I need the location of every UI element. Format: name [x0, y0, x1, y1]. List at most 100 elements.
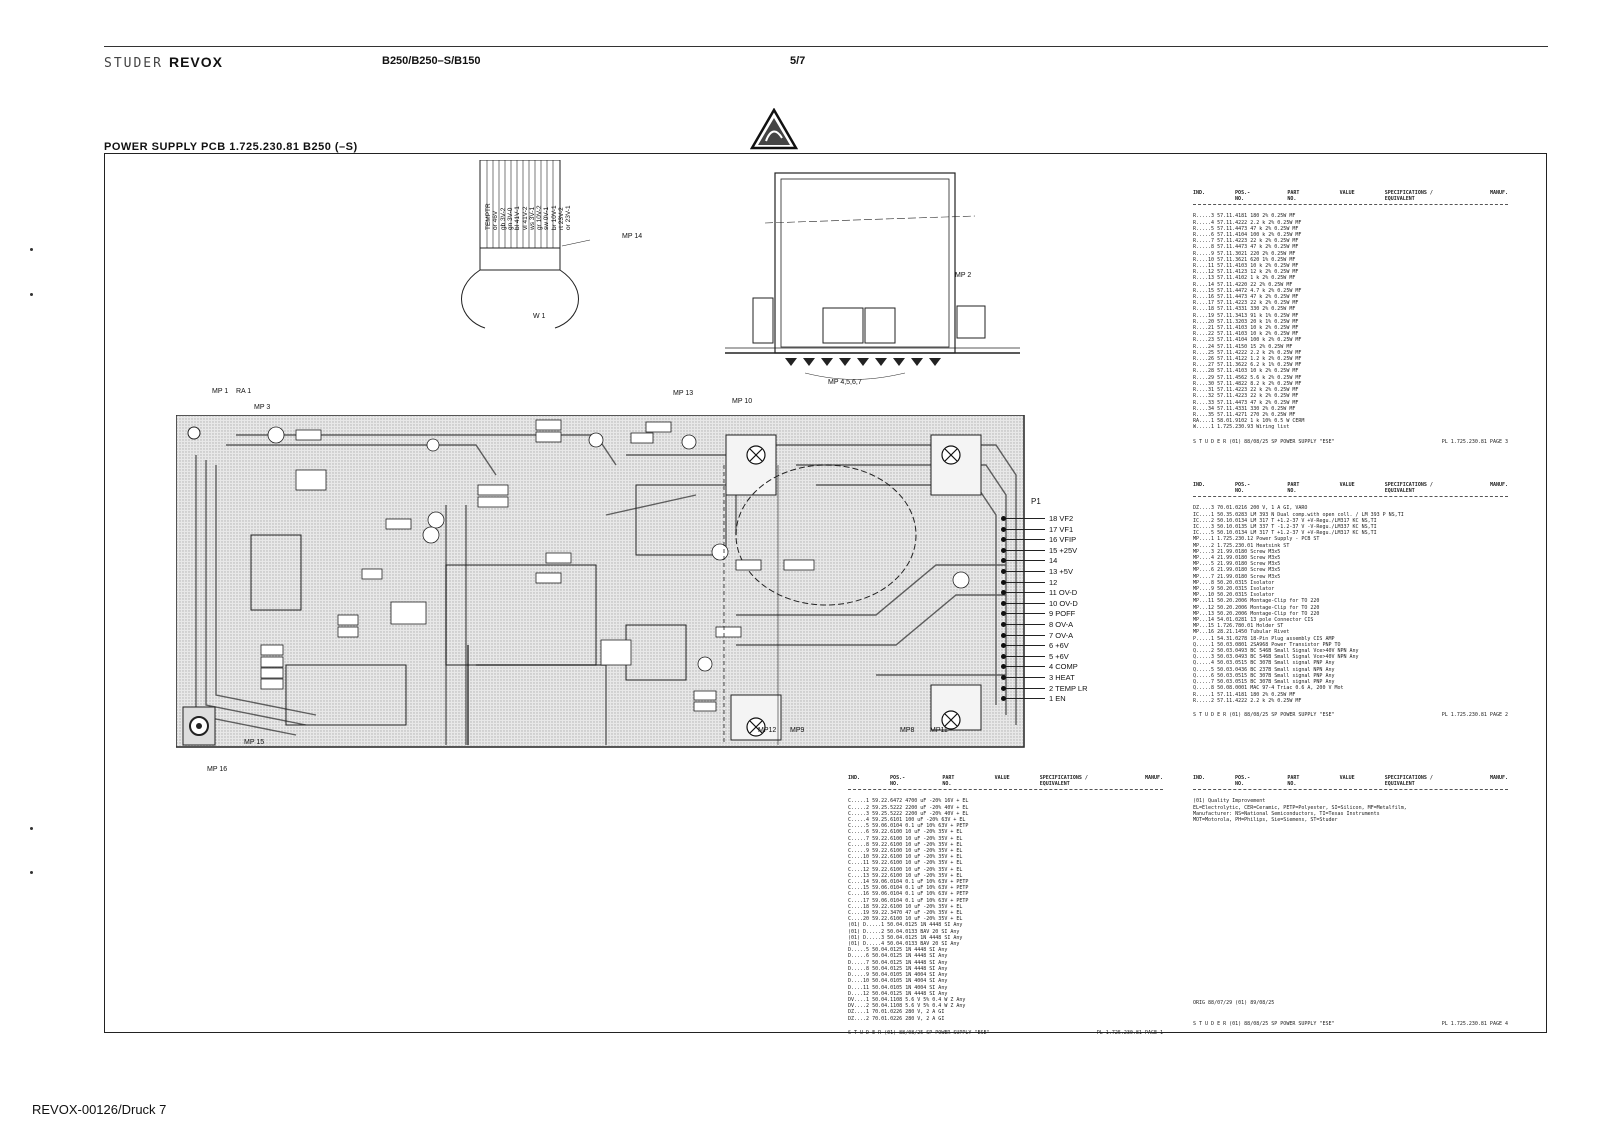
bom-row: Q.....8 50.08.0001 MAC 97-4 Triac 0.6 A,…	[1193, 685, 1344, 692]
p1-pin-lead	[1003, 655, 1045, 657]
bom-footer: S T U D E R (01) 88/08/25 SP POWER SUPPL…	[1193, 712, 1508, 718]
bom-row: MP....8 50.20.0315 Isolator	[1193, 579, 1275, 586]
bom-row: R....14 57.11.4220 22 2% 0.25W MF	[1193, 281, 1293, 288]
bom-row: EL=Electrolytic, CER=Ceramic, PETP=Polye…	[1193, 804, 1407, 811]
bom-row: R.....8 57.11.4473 47 k 2% 0.25W MF	[1193, 244, 1299, 251]
p1-pin-pad	[1001, 579, 1006, 585]
heatsink-side-view	[725, 172, 1020, 380]
bom-col-spec: SPECIFICATIONS / EQUIVALENT	[1384, 775, 1433, 788]
bom-row: R....19 57.11.3413 91 k 1% 0.25W MF	[1193, 312, 1299, 319]
p1-pin-pad	[1001, 516, 1006, 521]
bom-row: MP....3 21.99.0180 Screw M3x5	[1193, 548, 1281, 555]
bom-row: Q.....1 50.03.0801 2SA968 Power Transist…	[1193, 641, 1341, 648]
bom-row: D.....5 50.04.0125 1N 4448 SI Any	[848, 947, 948, 954]
bom-rows: C.....1 59.22.6472 4700 uF -20% 16V + EL…	[848, 798, 1163, 1021]
bom-row: (01) Quality Improvement	[1193, 798, 1266, 805]
bom-row: (01) D.....2 50.04.0133 BAV 20 SI Any	[848, 928, 960, 935]
bom-row: R....26 57.11.4122 1.2 k 2% 0.25W MF	[1193, 356, 1302, 363]
bom-row: C.....4 59.25.6101 100 uF -20% 63V + EL	[848, 817, 966, 824]
p1-pin-pad	[1001, 643, 1006, 649]
bom-row: R....21 57.11.4103 10 k 2% 0.25W MF	[1193, 325, 1299, 332]
drawing-frame	[104, 153, 1547, 1033]
p1-pin-pad	[1001, 569, 1006, 574]
p1-pin-lead	[1003, 698, 1045, 700]
bom-footer-right: PL 1.725.230.81 PAGE 1	[1096, 1029, 1163, 1036]
page-number: 5/7	[790, 55, 806, 67]
bom-row: R.....5 57.11.4473 47 k 2% 0.25W MF	[1193, 225, 1299, 232]
bom-row: (01) D.....1 50.04.0125 1N 4448 SI Any	[848, 922, 963, 929]
bom-row: MOT=Motorola, PH=Philips, Sie=Siemens, S…	[1193, 817, 1338, 824]
bom-row: (01) D.....3 50.04.0125 1N 4448 SI Any	[848, 934, 963, 941]
bom-row: C.....6 59.22.6100 10 uF -20% 35V + EL	[848, 829, 963, 836]
bom-row: DV....2 50.04.1108 5.6 V 5% 0.4 W Z Any	[848, 1003, 966, 1010]
bom-row: C....13 59.22.6100 10 uF -20% 35V + EL	[848, 872, 963, 879]
document-footer: REVOX-00126/Druck 7	[32, 1102, 167, 1117]
label-mp13: MP 13	[673, 390, 694, 397]
bom-row: R....35 57.11.4271 270 2% 0.25W MF	[1193, 411, 1296, 418]
bom-col-manuf: MANUF.	[1489, 190, 1508, 196]
bom-row: R.....3 57.11.4181 180 2% 0.25W MF	[1193, 213, 1296, 220]
label-mp12: MP12	[758, 727, 777, 734]
connector-wire-label: vi 41V-2	[521, 206, 529, 231]
connector-wire-label: or 46V	[492, 210, 500, 230]
p1-pin-pad	[1001, 537, 1006, 543]
bom-row: C.....5 59.06.0104 0.1 uF 10% 63V + PETP	[848, 823, 969, 830]
bom-row: R.....9 57.11.3021 220 2% 0.25W MF	[1193, 250, 1296, 257]
bom-footer-right: PL 1.725.230.81 PAGE 3	[1441, 438, 1508, 445]
bom-row: R.....1 57.11.4181 180 2% 0.25W MF	[1193, 691, 1296, 698]
bom-row: C....17 59.06.0104 0.1 uF 10% 63V + PETP	[848, 897, 969, 904]
bom-col-manuf: MANUF.	[1489, 775, 1508, 781]
bom-row: R.....4 57.11.4222 2.2 k 2% 0.25W MF	[1193, 219, 1302, 226]
connector-wire-label: ws 3V-1	[528, 206, 536, 230]
bom-col-spec: SPECIFICATIONS / EQUIVALENT	[1384, 190, 1433, 203]
bom-row: R....12 57.11.4123 12 k 2% 0.25W MF	[1193, 269, 1299, 276]
bom-row: R....15 57.11.4472 4.7 k 2% 0.25W MF	[1193, 287, 1302, 294]
bom-row: MP....6 21.99.0180 Screw M3x5	[1193, 567, 1281, 574]
connector-wire-label: bl 41V-1	[514, 206, 522, 230]
connector-wire-label: sw 0V-1	[543, 206, 551, 230]
bom-row: D.....9 50.04.0105 1N 4004 SI Any	[848, 972, 948, 979]
p1-pin-pad	[1001, 622, 1006, 627]
bom-row: MP...12 50.20.2006 Montage-Clip for TO 2…	[1193, 604, 1320, 611]
bom-col-part: PART NO.	[1287, 775, 1300, 788]
brand-studer: STUDER	[104, 56, 163, 71]
bom-footer-right: PL 1.725.230.81 PAGE 2	[1441, 711, 1508, 718]
bom-row: DV....1 50.04.1108 5.6 V 5% 0.4 W Z Any	[848, 996, 966, 1003]
p1-pin-label: 13 +5V	[1049, 567, 1073, 576]
p1-pin-lead	[1003, 602, 1045, 604]
bom-col-ind: IND.	[1193, 775, 1206, 781]
p1-pin-label: 6 +6V	[1049, 641, 1069, 651]
p1-pin-pad	[1001, 526, 1006, 532]
connector-mp14-drawing	[461, 160, 591, 329]
bom-col-pos: POS.-NO.	[1235, 190, 1251, 203]
p1-pin-lead	[1003, 528, 1045, 530]
bom-footer: S T U D E R (01) 88/08/25 SP POWER SUPPL…	[1193, 1021, 1508, 1027]
p1-pin-pad	[1001, 685, 1006, 691]
bom-row: Manufacturer: NS=National Semiconductors…	[1193, 810, 1380, 817]
p1-pin-pad	[1001, 632, 1006, 638]
bom-row: R....18 57.11.4331 330 2% 0.25W MF	[1193, 306, 1296, 313]
model-number: B250/B250–S/B150	[382, 55, 481, 67]
label-mp8: MP8	[900, 727, 915, 734]
bom-row: C.....1 59.22.6472 4700 uF -20% 16V + EL	[848, 798, 969, 805]
p1-pin-label: 15 +25V	[1049, 545, 1078, 555]
bom-row: R....31 57.11.4223 22 k 2% 0.25W MF	[1193, 387, 1299, 394]
label-mp14: MP 14	[622, 233, 643, 240]
scan-speck	[30, 248, 33, 251]
bom-footer-left: S T U D E R (01) 88/08/25 SP POWER SUPPL…	[1193, 438, 1335, 445]
p1-pin-lead	[1003, 560, 1045, 562]
bom-row: MP...13 50.20.2006 Montage-Clip for TO 2…	[1193, 610, 1320, 617]
p1-pin-pad	[1001, 664, 1006, 670]
bom-row: Q.....4 50.03.0515 BC 307B Small signal …	[1193, 660, 1335, 667]
p1-pin-lead	[1003, 677, 1045, 678]
bom-row: D....10 50.04.0105 1N 4004 SI Any	[848, 978, 948, 985]
bom-row: DZ....2 70.01.0226 280 V, 2 A GI	[848, 1015, 945, 1022]
bom-row: Q.....3 50.03.0493 BC 546B Small Signal …	[1193, 654, 1359, 661]
bom-row: C.....8 59.22.6100 10 uF -20% 35V + EL	[848, 841, 963, 848]
bom-col-part: PART NO.	[942, 775, 955, 788]
